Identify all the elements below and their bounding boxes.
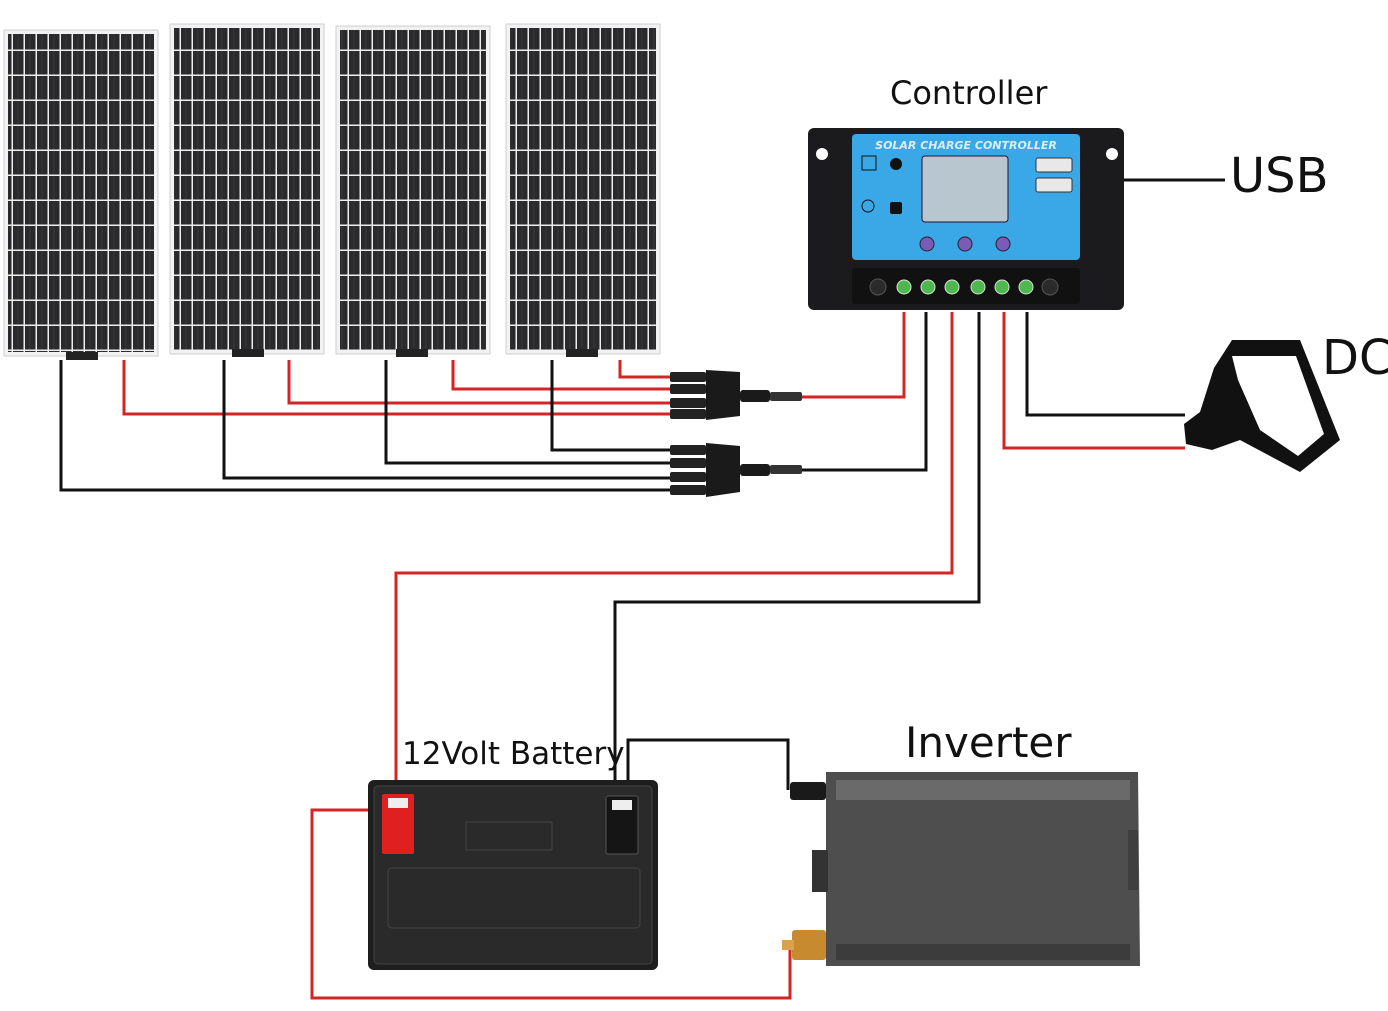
battery-icon: [368, 780, 658, 970]
dc-load-icon: [1184, 340, 1340, 472]
black-wire-panel-3: [384, 360, 680, 465]
red-wire-panel-4: [618, 360, 680, 379]
red-wire-panel-1: [122, 360, 680, 416]
controller-panel-title: SOLAR CHARGE CONTROLLER: [875, 139, 1057, 152]
solar-panel-2: [169, 23, 325, 357]
dc-label: DC: [1322, 330, 1388, 386]
charge-controller: SOLAR CHARGE CONTROLLER: [808, 128, 1124, 310]
red-wire-inverter-positive: [310, 808, 792, 1000]
solar-panel-3: [335, 25, 491, 357]
inverter-label: Inverter: [905, 718, 1072, 767]
wiring: [59, 178, 1225, 1000]
usb-port-2: [1035, 177, 1073, 193]
black-wire-panel-4: [550, 360, 680, 452]
red-wire-load-positive: [1002, 312, 1185, 450]
black-wire-pv-negative: [800, 312, 928, 472]
mc4-connector-negative: [670, 443, 802, 497]
controller-label: Controller: [890, 74, 1048, 112]
red-wire-battery-positive: [394, 312, 954, 800]
red-wire-pv-positive: [800, 312, 906, 399]
black-wire-panel-1: [59, 360, 680, 492]
battery-negative-terminal: [605, 795, 639, 855]
battery-positive-terminal: [382, 794, 414, 854]
solar-panel-4: [505, 23, 661, 357]
solar-panel-1: [3, 29, 159, 360]
black-wire-battery-negative: [613, 312, 981, 800]
red-wire-panel-3: [451, 360, 680, 391]
inverter-positive-terminal: [792, 930, 826, 960]
usb-label: USB: [1230, 148, 1329, 204]
black-wire-inverter-negative: [626, 738, 790, 800]
black-wire-panel-2: [222, 360, 680, 480]
red-wire-panel-2: [287, 360, 680, 405]
usb-port-1: [1035, 157, 1073, 173]
inverter-icon: [782, 772, 1140, 966]
mc4-connector-positive: [670, 370, 802, 420]
solar-panels: [3, 23, 661, 360]
battery-label: 12Volt Battery: [402, 736, 625, 772]
black-wire-load-negative: [1025, 312, 1185, 417]
